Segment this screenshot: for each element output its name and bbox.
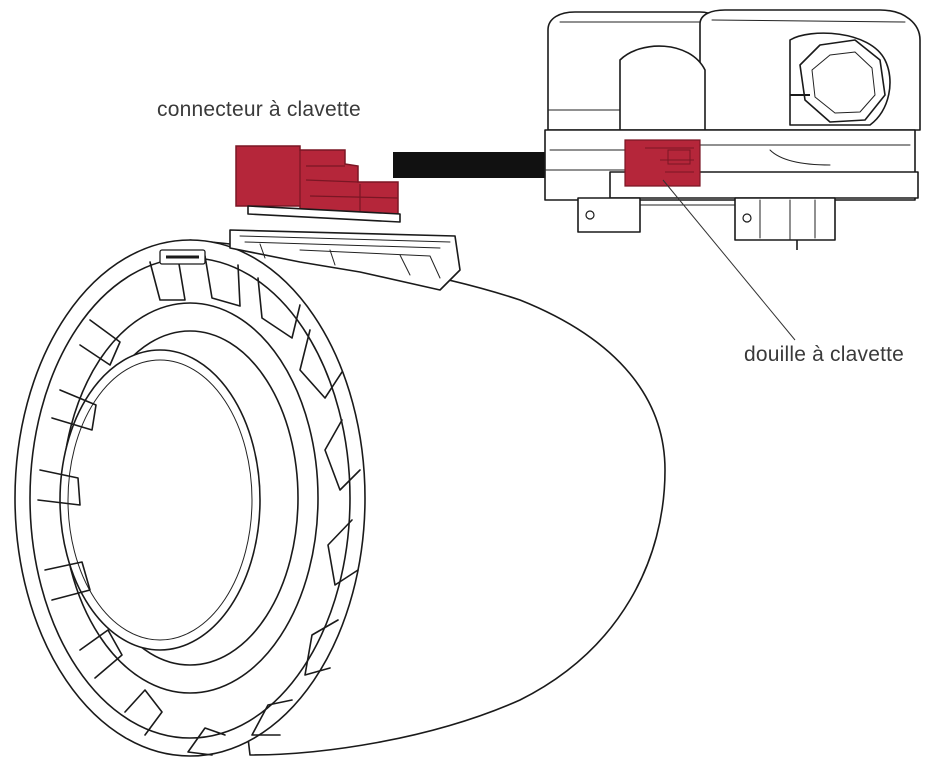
keyed-socket [624, 139, 701, 187]
socket-leader-line [662, 179, 796, 341]
keyed-connector [235, 145, 401, 223]
mount-saddle [229, 229, 461, 291]
cone-inner [67, 359, 253, 641]
speaker-cone [59, 349, 261, 651]
socket-label: douille à clavette [744, 343, 905, 366]
clamp-bracket [544, 9, 921, 250]
pipe-opening-left [619, 45, 706, 131]
bezel-ribs [37, 255, 361, 756]
connector-base [247, 205, 401, 223]
speaker-pod [14, 229, 666, 757]
clamp-bottom-tab-left [577, 197, 641, 233]
connector-label: connecteur à clavette [157, 98, 361, 121]
